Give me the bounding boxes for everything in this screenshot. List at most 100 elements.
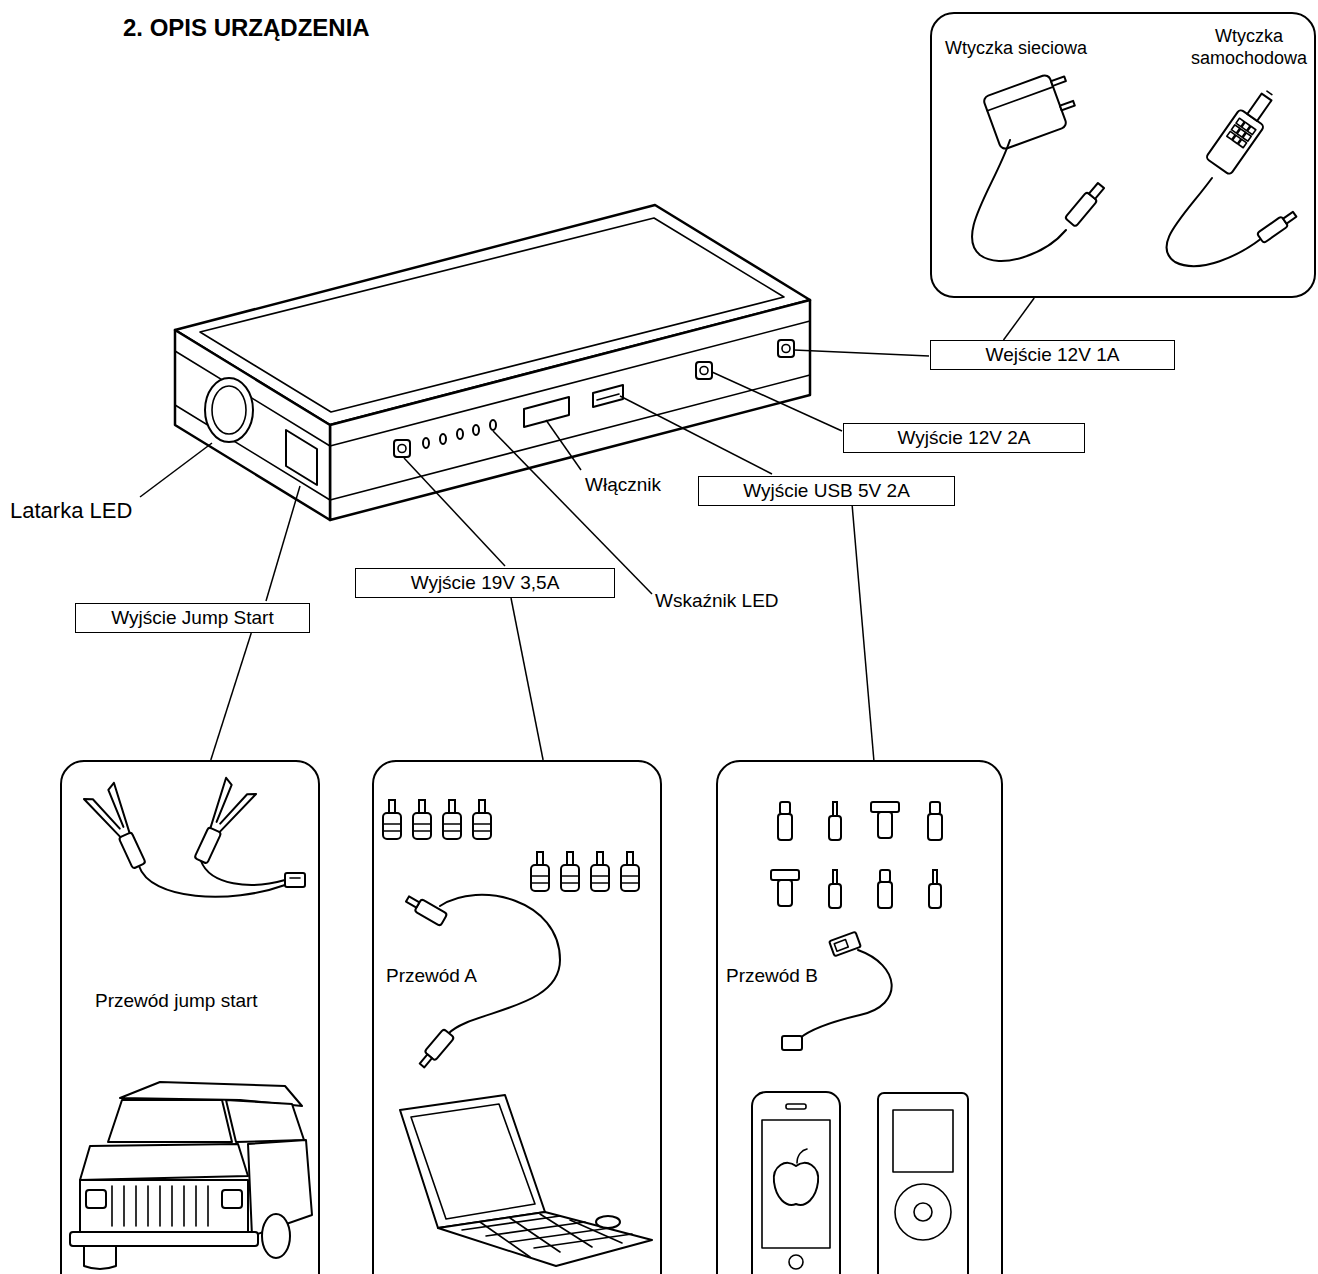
power-bank-device-part xyxy=(175,330,330,520)
panel-caption: Przewód A xyxy=(386,965,536,988)
wall-adapter xyxy=(972,69,1106,261)
wall-adapter-part xyxy=(972,140,1066,261)
phone-illustration-part xyxy=(797,1149,807,1163)
mp3-player-illustration-part xyxy=(914,1203,932,1221)
laptop-cable-tips-part-part xyxy=(406,896,419,907)
mp3-player-illustration xyxy=(878,1093,968,1274)
car-adapter-part-part xyxy=(1283,212,1296,224)
accessory-panel: Wtyczka sieciowaWtyczka samochodowa xyxy=(930,12,1316,298)
laptop-illustration-part xyxy=(400,1095,545,1228)
car-illustration-part xyxy=(226,1100,304,1142)
usb-cable-tips-part xyxy=(928,802,942,840)
jump-start-clamps-part-part xyxy=(119,832,146,869)
panel-caption: Wtyczka sieciowa xyxy=(945,38,1115,60)
jump-start-clamps-part xyxy=(139,866,285,897)
car-adapter-part-part xyxy=(1238,139,1246,147)
connector-line xyxy=(852,506,874,760)
car-illustration xyxy=(70,1082,312,1269)
car-illustration-part xyxy=(183,1186,185,1226)
page-title: 2. OPIS URZĄDZENIA xyxy=(123,14,370,43)
phone-illustration-part xyxy=(774,1163,818,1205)
jump-start-clamps-part xyxy=(290,877,300,879)
power-bank-device-part xyxy=(175,321,810,446)
leader-line-part xyxy=(794,350,929,356)
accessory-panel: Przewód B xyxy=(716,760,1003,1274)
car-illustration-part xyxy=(108,1100,232,1142)
text-holder: Przewód A xyxy=(386,965,536,988)
laptop-cable-tips-part xyxy=(531,852,549,891)
power-bank-device-part xyxy=(457,429,463,439)
accessory-panel: Przewód A xyxy=(372,760,662,1274)
part-name: Wskaźnik LED xyxy=(655,590,779,613)
jump-start-clamps-part-part xyxy=(105,783,136,834)
port-label-box: Wyjście Jump Start xyxy=(75,603,310,633)
usb-cable-tips-part xyxy=(771,870,799,906)
car-adapter-part-part xyxy=(1247,94,1271,121)
port-label: Wyjście Jump Start xyxy=(111,607,273,630)
car-illustration-part xyxy=(222,1190,242,1208)
mp3-player-illustration-part xyxy=(878,1093,968,1274)
car-illustration-part xyxy=(135,1186,137,1226)
wall-adapter-part-part xyxy=(987,87,1053,111)
laptop-cable-tips-part xyxy=(440,895,560,1034)
car-illustration-part xyxy=(86,1190,106,1208)
laptop-cable-tips-part xyxy=(621,852,639,891)
usb-cable-tips-part xyxy=(782,1036,802,1050)
power-bank-device-part xyxy=(782,345,790,353)
leader-line-part xyxy=(712,372,842,431)
connector-line xyxy=(511,598,543,760)
wall-adapter-part-part xyxy=(1089,183,1104,199)
port-label-box: Wyjście 19V 3,5A xyxy=(355,568,615,598)
usb-cable-tips-part xyxy=(871,802,899,838)
phone-illustration-part xyxy=(762,1120,830,1248)
laptop-cable-tips-part xyxy=(561,852,579,891)
power-bank-device-part xyxy=(440,434,446,444)
jump-start-clamps-part-part xyxy=(84,791,123,845)
power-bank-device-part xyxy=(778,340,794,357)
phone-illustration-part xyxy=(786,1104,806,1109)
usb-cable-tips-part-part xyxy=(834,940,848,952)
part-name: Włącznik xyxy=(585,474,661,497)
usb-cable-tips-part xyxy=(778,802,792,840)
wall-adapter-part-part xyxy=(1051,76,1066,85)
part-name: Latarka LED xyxy=(10,498,132,524)
mp3-player-illustration-part xyxy=(895,1184,951,1240)
car-illustration-part xyxy=(159,1186,161,1226)
power-bank-device-part xyxy=(286,430,317,485)
laptop-illustration-part xyxy=(438,1212,652,1266)
usb-cable-tips-part xyxy=(800,950,892,1038)
power-bank-device-part xyxy=(394,440,410,457)
laptop-cable-tips-part xyxy=(443,800,461,839)
leader-line-part xyxy=(546,420,581,470)
panel-caption: Przewód B xyxy=(726,965,876,988)
car-illustration-part xyxy=(207,1186,209,1226)
jump-start-clamps-part xyxy=(285,873,305,887)
accessory-panel: Przewód jump start xyxy=(60,760,320,1274)
power-bank-device-part xyxy=(696,362,712,379)
title-holder: 2. OPIS URZĄDZENIA xyxy=(123,14,370,43)
jump-start-clamps-part xyxy=(190,778,257,870)
laptop-cable-tips xyxy=(383,800,639,1070)
port-label: Wyjście 19V 3,5A xyxy=(411,572,560,595)
power-bank-device-part xyxy=(473,425,479,435)
power-bank-device-part xyxy=(423,438,429,448)
phone-illustration xyxy=(752,1092,840,1274)
laptop-illustration-part xyxy=(411,1104,535,1219)
wall-adapter-part-part xyxy=(1060,101,1075,110)
panel-caption: Przewód jump start xyxy=(95,990,310,1013)
car-illustration-part xyxy=(171,1186,173,1226)
jump-start-clamps-part-part xyxy=(194,827,221,864)
connector-line xyxy=(211,633,251,760)
laptop-illustration-part xyxy=(540,1214,592,1247)
power-bank-device xyxy=(175,205,810,520)
laptop-cable-tips-part xyxy=(413,800,431,839)
car-illustration-part xyxy=(80,1144,248,1180)
laptop-cable-tips-part-part xyxy=(420,1054,432,1067)
car-adapter-part-part xyxy=(1243,133,1251,141)
jump-start-clamps xyxy=(83,778,305,897)
laptop-illustration-part xyxy=(510,1218,560,1252)
mp3-player-illustration-part xyxy=(893,1110,953,1172)
car-illustration-part xyxy=(84,1246,116,1269)
car-adapter-part xyxy=(1257,209,1298,243)
wall-adapter-part xyxy=(1065,181,1107,227)
